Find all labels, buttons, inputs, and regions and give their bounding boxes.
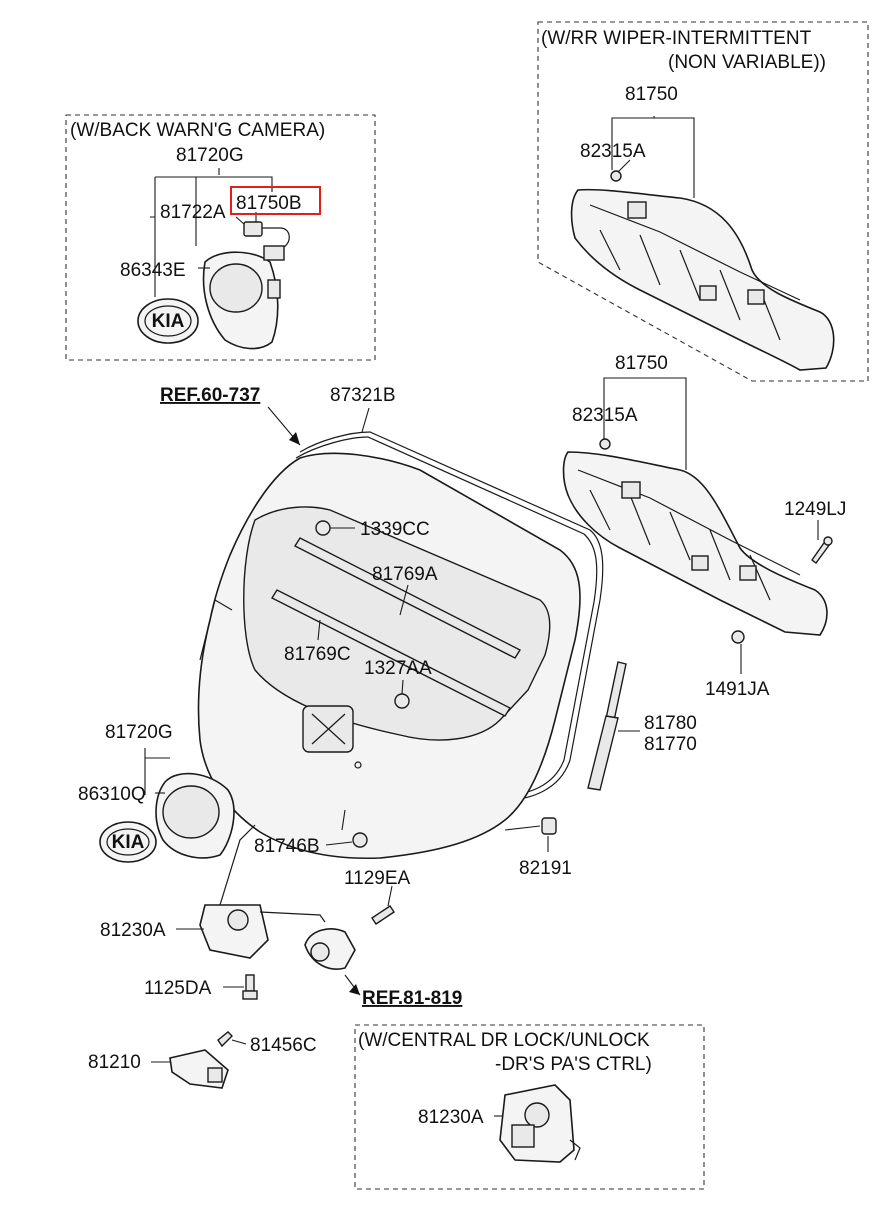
label-81720g-top: 81720G (176, 145, 244, 166)
ref-60-737-arrowhead (289, 432, 300, 445)
label-82191: 82191 (519, 858, 572, 879)
label-81722a: 81722A (160, 202, 226, 223)
highlight-81750b (230, 186, 321, 215)
label-81770: 81770 (644, 734, 697, 755)
wiper-group-title-2: (NON VARIABLE)) (668, 52, 826, 73)
ref-81-819-arrowhead (349, 984, 360, 995)
bolt-82191 (541, 817, 557, 835)
label-81210: 81210 (88, 1052, 141, 1073)
camera-option-box (65, 114, 376, 361)
label-86310q: 86310Q (78, 784, 146, 805)
screw-81456c (217, 1031, 233, 1048)
central-lock-group-title-1: (W/CENTRAL DR LOCK/UNLOCK (358, 1030, 650, 1051)
bar-81769c (271, 589, 511, 717)
bar-81769a (294, 537, 521, 659)
emblem-logo-text-bottom: KIA (112, 832, 145, 853)
wiper-trim-panel (570, 188, 835, 371)
bolt-1129ea (371, 905, 395, 925)
central-lock-option-box (354, 1024, 705, 1190)
wiper-group-title-1: (W/RR WIPER-INTERMITTENT (541, 28, 812, 49)
label-86343e: 86343E (120, 260, 186, 281)
label-1249lj: 1249LJ (784, 499, 846, 520)
label-81230a-left: 81230A (100, 920, 166, 941)
label-1327aa: 1327AA (364, 658, 432, 679)
camera-garnish (202, 251, 281, 350)
kia-emblem-top: KIA (137, 298, 199, 344)
clip-82315a-mid (599, 438, 611, 450)
wiper-option-box (537, 21, 869, 382)
trim-panel (562, 451, 828, 636)
label-1129ea: 1129EA (344, 868, 411, 889)
label-81750-top: 81750 (625, 84, 678, 105)
weatherstrip-87321b (299, 431, 604, 801)
label-81746b: 81746B (254, 836, 320, 857)
bolt-1125da (242, 974, 258, 1000)
label-87321b: 87321B (330, 385, 396, 406)
camera-group-title: (W/BACK WARN'G CAMERA) (70, 120, 325, 141)
label-1125da: 1125DA (144, 978, 212, 999)
clip-1491ja (731, 630, 745, 644)
camera-81750b (243, 221, 290, 261)
latch-81230a (199, 824, 326, 959)
central-lock-group-title-2: -DR'S PA'S CTRL) (495, 1054, 652, 1075)
clip-82315a-top (610, 170, 622, 182)
ref-81-819[interactable]: REF.81-819 (362, 988, 462, 1009)
kia-emblem-bottom: KIA (99, 821, 157, 863)
label-82315a-mid: 82315A (572, 405, 638, 426)
label-81750-mid: 81750 (615, 353, 668, 374)
label-1491ja: 1491JA (705, 679, 770, 700)
label-81750b: 81750B (236, 193, 302, 214)
label-81456c: 81456C (250, 1035, 317, 1056)
label-1339cc: 1339CC (360, 519, 430, 540)
ref-60-737[interactable]: REF.60-737 (160, 385, 260, 406)
clip-81746b (352, 832, 368, 848)
actuator (304, 928, 356, 970)
handle-81210 (169, 1049, 229, 1089)
grommet-1339cc (315, 520, 331, 536)
screw-1249lj (811, 536, 833, 564)
emblem-logo-text-top: KIA (152, 311, 185, 332)
label-81769c: 81769C (284, 644, 351, 665)
gas-strut (587, 661, 627, 791)
label-81780: 81780 (644, 713, 697, 734)
label-81230a-central: 81230A (418, 1107, 484, 1128)
label-81720g-bottom: 81720G (105, 722, 173, 743)
label-81769a: 81769A (372, 564, 438, 585)
label-82315a-top: 82315A (580, 141, 646, 162)
garnish-81720g (155, 772, 235, 859)
central-lock-actuator (499, 1084, 581, 1163)
nut-1327aa (394, 693, 410, 709)
